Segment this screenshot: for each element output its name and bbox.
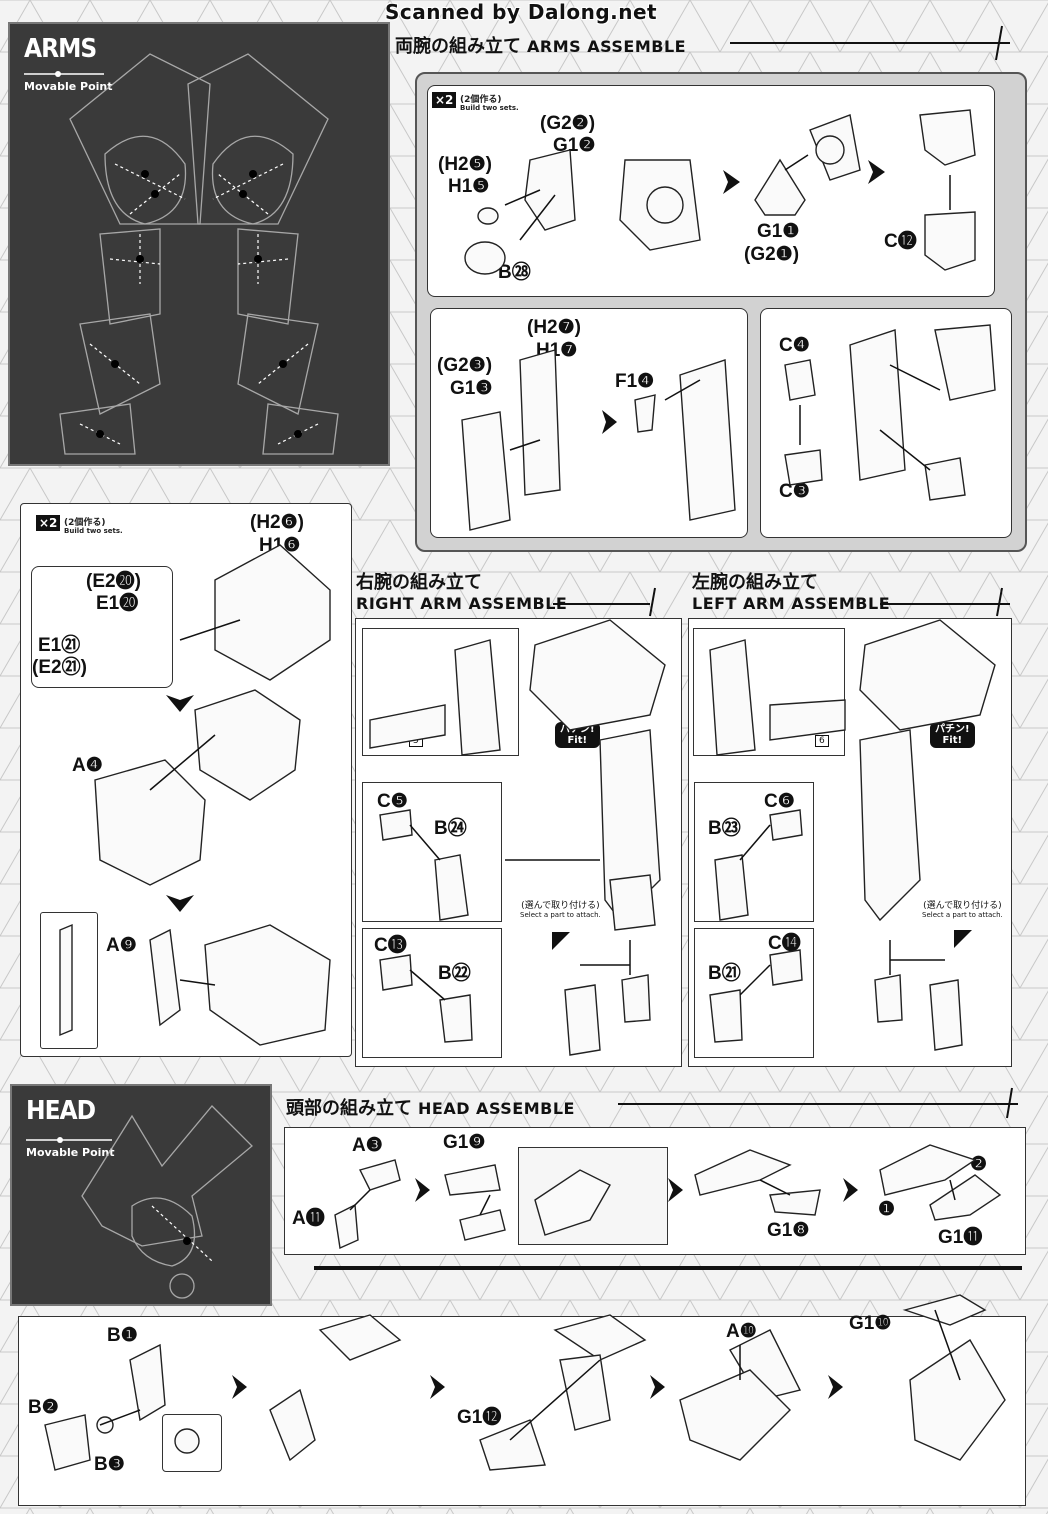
part-g1-9: G1❾ bbox=[443, 1132, 486, 1153]
part-b2: B❷ bbox=[28, 1397, 59, 1418]
part-b24: B㉔ bbox=[434, 818, 467, 839]
right-arm-ref-number: 5 bbox=[409, 735, 423, 747]
fit-jp: パチン! bbox=[560, 724, 595, 735]
select-part-left: (選んで取り付ける) Select a part to attach. bbox=[922, 898, 1003, 919]
select-part-en: Select a part to attach. bbox=[922, 911, 1003, 919]
head-assemble-jp: 頭部の組み立て bbox=[286, 1098, 412, 1119]
arms-panel-subtitle: Movable Point bbox=[24, 80, 113, 93]
part-c13: C⓭ bbox=[374, 935, 407, 956]
part-e2-21: (E2㉑) bbox=[32, 657, 87, 678]
select-part-jp: (選んで取り付ける) bbox=[923, 901, 1002, 911]
part-a9: A❾ bbox=[106, 935, 137, 956]
part-g1-2: G1❷ bbox=[553, 135, 596, 156]
watermark: Scanned by Dalong.net bbox=[385, 0, 658, 24]
part-f1-4: F1❹ bbox=[615, 371, 655, 392]
head-assemble-heading: 頭部の組み立て HEAD ASSEMBLE bbox=[286, 1094, 575, 1120]
step-1: ❶ bbox=[878, 1199, 896, 1220]
fit-callout-left: パチン! Fit! bbox=[930, 722, 975, 748]
arms-assemble-jp: 両腕の組み立て bbox=[395, 36, 521, 57]
part-a11: A⓫ bbox=[292, 1208, 325, 1229]
part-h1-6: H1❻ bbox=[259, 535, 301, 556]
right-arm-heading: 右腕の組み立て RIGHT ARM ASSEMBLE bbox=[356, 568, 567, 613]
left-arm-heading: 左腕の組み立て LEFT ARM ASSEMBLE bbox=[692, 568, 890, 613]
arms-movable-panel: ARMS Movable Point bbox=[8, 22, 390, 466]
head-ghost-illustration bbox=[26, 1105, 253, 1299]
part-g1-11: G1⓫ bbox=[938, 1227, 983, 1248]
part-g1-12: G1⓬ bbox=[457, 1407, 502, 1428]
part-b23: B㉓ bbox=[708, 818, 741, 839]
head-assemble-en: HEAD ASSEMBLE bbox=[418, 1099, 575, 1118]
x2-badge: ×2 bbox=[432, 92, 457, 108]
shield-clip-subbox bbox=[31, 566, 173, 688]
right-arm-ref-box bbox=[362, 628, 519, 756]
fit-en: Fit! bbox=[942, 735, 963, 746]
fit-callout-right: パチン! Fit! bbox=[555, 722, 600, 748]
select-part-jp: (選んで取り付ける) bbox=[521, 901, 600, 911]
arms-assemble-heading: 両腕の組み立て ARMS ASSEMBLE bbox=[395, 32, 686, 58]
head-panel-title: HEAD bbox=[26, 1096, 96, 1126]
part-c3: C❸ bbox=[779, 481, 810, 502]
part-g1-8: G1❽ bbox=[767, 1220, 810, 1241]
part-g2-2: (G2❷) bbox=[540, 113, 596, 134]
left-arm-en: LEFT ARM ASSEMBLE bbox=[692, 594, 891, 613]
part-c6: C❻ bbox=[764, 791, 795, 812]
part-g2-3: (G2❸) bbox=[437, 355, 493, 376]
part-c12: C⓬ bbox=[884, 231, 917, 252]
arms-ghost-illustration bbox=[24, 53, 339, 455]
part-e1-21: E1㉑ bbox=[38, 635, 81, 656]
part-c4: C❹ bbox=[779, 335, 810, 356]
build-two-badge-1: ×2 (2個作る) Build two sets. bbox=[432, 92, 519, 112]
left-hand-box-1 bbox=[694, 782, 814, 922]
part-b1: B❶ bbox=[107, 1325, 138, 1346]
select-part-right: (選んで取り付ける) Select a part to attach. bbox=[520, 898, 601, 919]
build-two-badge-2: ×2 (2個作る) Build two sets. bbox=[36, 515, 123, 535]
part-h1-5: H1❺ bbox=[448, 176, 490, 197]
x2-badge: ×2 bbox=[36, 515, 61, 531]
part-c14: C⓮ bbox=[768, 933, 801, 954]
arms-assemble-en: ARMS ASSEMBLE bbox=[527, 37, 687, 56]
part-e2-20: (E2⓴) bbox=[86, 571, 141, 592]
x2-jp: (2個作る) bbox=[64, 518, 106, 528]
part-h2-5: (H2❺) bbox=[438, 154, 492, 175]
part-e1-20: E1⓴ bbox=[96, 593, 139, 614]
part-c5: C❺ bbox=[377, 791, 408, 812]
a9-detail-subbox bbox=[40, 912, 98, 1049]
part-a3: A❸ bbox=[352, 1135, 383, 1156]
part-g1-1: G1❶ bbox=[757, 221, 800, 242]
part-b22: B㉒ bbox=[438, 963, 471, 984]
part-b28: B㉘ bbox=[498, 262, 531, 283]
part-b21: B㉑ bbox=[708, 963, 741, 984]
arms-panel-title: ARMS bbox=[24, 34, 97, 64]
part-g1-10: G1❿ bbox=[849, 1313, 892, 1334]
right-arm-jp: 右腕の組み立て bbox=[356, 572, 482, 593]
head-panel-subtitle: Movable Point bbox=[26, 1146, 115, 1159]
x2-jp: (2個作る) bbox=[460, 95, 502, 105]
part-h2-7: (H2❼) bbox=[527, 317, 581, 338]
left-arm-jp: 左腕の組み立て bbox=[692, 572, 818, 593]
step-2: ❷ bbox=[970, 1154, 988, 1175]
b3-detail-inset bbox=[162, 1414, 222, 1472]
part-h1-7: H1❼ bbox=[536, 340, 578, 361]
fit-jp: パチン! bbox=[935, 724, 970, 735]
select-part-en: Select a part to attach. bbox=[520, 911, 601, 919]
x2-en: Build two sets. bbox=[460, 104, 519, 112]
part-g2-1: (G2❶) bbox=[744, 244, 800, 265]
right-arm-en: RIGHT ARM ASSEMBLE bbox=[356, 594, 568, 613]
left-arm-ref-number: 6 bbox=[815, 735, 829, 747]
part-h2-6: (H2❻) bbox=[250, 512, 304, 533]
x2-en: Build two sets. bbox=[64, 527, 123, 535]
part-a4: A❹ bbox=[72, 755, 103, 776]
arms-step2-box bbox=[430, 308, 748, 538]
head-movable-panel: HEAD Movable Point bbox=[10, 1084, 272, 1306]
part-b3: B❸ bbox=[94, 1454, 125, 1475]
part-g1-3: G1❸ bbox=[450, 378, 493, 399]
head-detail-inset bbox=[518, 1147, 668, 1245]
part-a10: A❿ bbox=[726, 1321, 757, 1342]
head-row2-box bbox=[18, 1316, 1026, 1506]
fit-en: Fit! bbox=[567, 735, 588, 746]
